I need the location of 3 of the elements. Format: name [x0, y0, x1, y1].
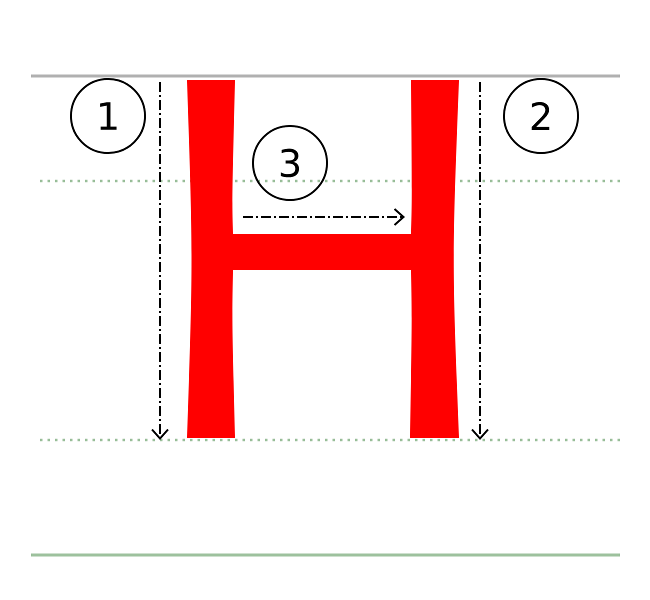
- callout-number: 2: [503, 78, 579, 154]
- callout-number: 3: [252, 124, 328, 201]
- callout-number: 1: [70, 78, 146, 154]
